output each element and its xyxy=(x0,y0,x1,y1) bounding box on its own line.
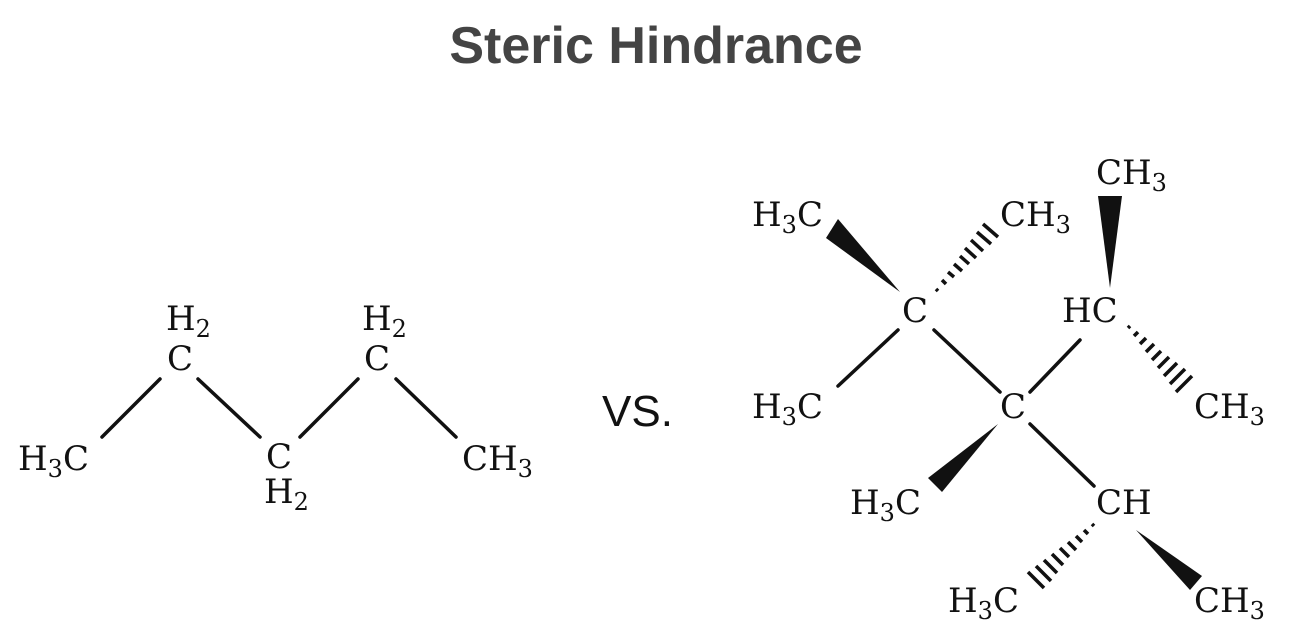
pentane-c4-carbon: C xyxy=(364,339,390,379)
branched-lower-left-methyl: H3C xyxy=(850,483,921,527)
pentane-left-methyl: H3C xyxy=(18,439,89,483)
branched-lower-ch-left-methyl: H3C xyxy=(948,581,1019,625)
branched-top-left-methyl: H3C xyxy=(752,195,823,239)
wedge-bond-quaternary-top-left xyxy=(826,219,900,292)
pentane-c3-carbon: C xyxy=(266,437,292,477)
vs-separator: VS. xyxy=(602,387,673,436)
bond-central-upper-ch xyxy=(1028,338,1082,394)
branched-upper-ch-right-methyl: CH3 xyxy=(1194,387,1265,431)
branched-central-carbon: C xyxy=(1000,387,1026,427)
pentane-c4-hydrogens: H2 xyxy=(362,299,407,343)
bond-c4-c5 xyxy=(394,377,458,439)
bond-c3-c4 xyxy=(298,377,360,439)
page-title: Steric Hindrance xyxy=(449,17,863,75)
branched-upper-ch-top-methyl: CH3 xyxy=(1096,153,1167,197)
pentane-c3-hydrogens: H2 xyxy=(264,472,309,516)
branched-lower-ch-right-methyl: CH3 xyxy=(1194,581,1265,625)
branched-molecule: H3C CH3 C H3C C H xyxy=(752,153,1265,625)
pentane-molecule: H3C H2 C C H2 H2 C CH3 xyxy=(18,299,533,516)
pentane-c2-carbon: C xyxy=(167,339,193,379)
bond-central-lower-ch xyxy=(1028,422,1096,488)
bond-c2-c3 xyxy=(196,377,262,439)
wedge-bond-lower-ch-right xyxy=(1136,530,1202,590)
hash-bond-upper-ch-right xyxy=(1126,324,1194,394)
wedge-bond-central-lower-left xyxy=(928,424,998,492)
bond-quaternary-mid-left xyxy=(836,328,900,388)
pentane-right-methyl: CH3 xyxy=(462,439,533,483)
bond-c1-c2 xyxy=(100,377,162,439)
hash-bond-quaternary-top-right xyxy=(934,222,1000,293)
pentane-c2-hydrogens: H2 xyxy=(166,299,211,343)
branched-top-right-methyl: CH3 xyxy=(1000,195,1071,239)
branched-upper-ch: HC xyxy=(1062,291,1118,331)
bond-quaternary-central xyxy=(932,328,1002,394)
wedge-bond-upper-ch-top xyxy=(1098,196,1122,288)
branched-quaternary-carbon: C xyxy=(902,291,928,331)
branched-mid-left-methyl: H3C xyxy=(752,387,823,431)
hash-bond-lower-ch-left xyxy=(1026,522,1096,590)
branched-lower-ch: CH xyxy=(1096,483,1152,523)
